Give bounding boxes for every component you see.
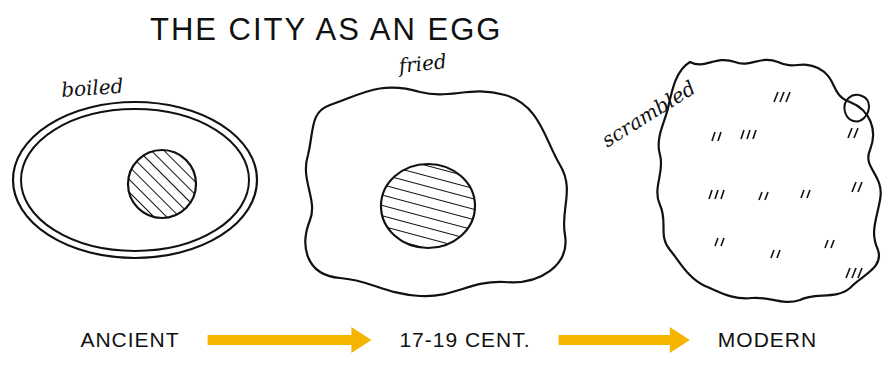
era-text: 17-19 CENT. (399, 328, 530, 352)
era-label: MODERN (695, 322, 840, 358)
egg-label: scrambled (597, 76, 699, 152)
boiled-yolk (128, 150, 196, 218)
egg-label: boiled (60, 74, 124, 102)
arrow-shaft (559, 335, 672, 345)
boiled-egg-outer (13, 102, 257, 258)
era-label: ANCIENT (50, 322, 210, 358)
era-text: MODERN (718, 328, 817, 352)
arrow-shaft (208, 335, 354, 345)
arrow-head (670, 327, 690, 353)
era-label: 17-19 CENT. (370, 322, 560, 358)
progress-arrow (208, 327, 372, 353)
scrambled-piece (844, 95, 869, 121)
egg-label: fried (397, 49, 447, 78)
boiled-egg-inner (21, 109, 249, 251)
fried-egg-white (305, 88, 566, 297)
scramble-marks (709, 92, 862, 278)
era-text: ANCIENT (80, 328, 179, 352)
progress-arrow (559, 327, 690, 353)
arrow-head (351, 327, 371, 353)
diagram-title: THE CITY AS AN EGG (150, 12, 502, 48)
fried-yolk (381, 164, 475, 248)
